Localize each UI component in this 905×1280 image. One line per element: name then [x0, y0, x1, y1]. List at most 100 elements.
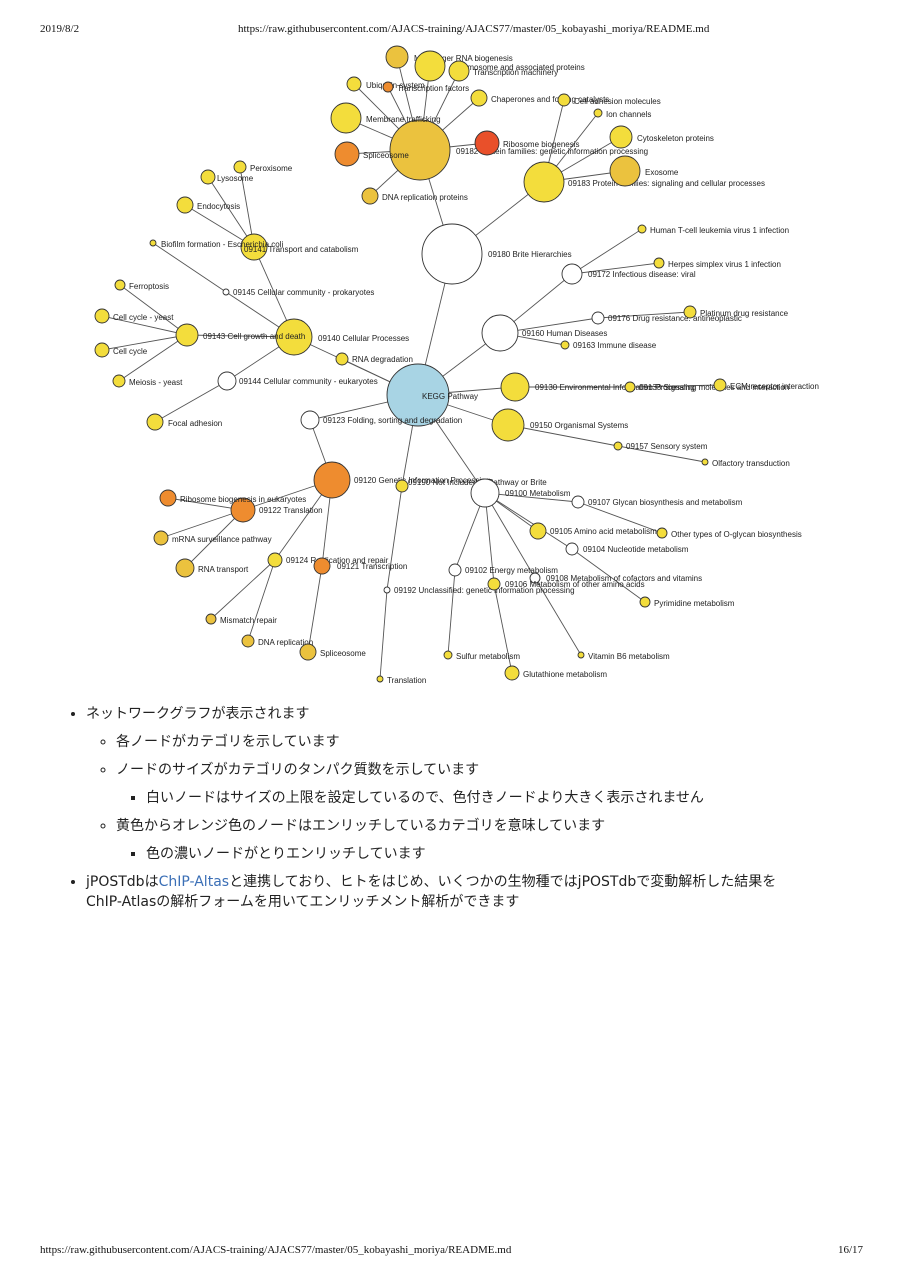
- node-circle[interactable]: [330, 102, 362, 134]
- graph-node-biofilm[interactable]: Biofilm formation - Escherichia coli: [149, 239, 283, 249]
- graph-node-ribobioeuk[interactable]: Ribosome biogenesis in eukaryotes: [159, 489, 306, 507]
- graph-node-viral[interactable]: 09172 Infectious disease: viral: [561, 263, 696, 285]
- graph-node-ribobio[interactable]: Ribosome biogenesis: [474, 130, 580, 156]
- node-circle[interactable]: [153, 530, 169, 546]
- graph-node-otheramino[interactable]: 09106 Metabolism of other amino acids: [487, 577, 645, 591]
- graph-node-drug[interactable]: 09176 Drug resistance: antineoplastic: [591, 311, 742, 325]
- node-circle[interactable]: [240, 233, 268, 261]
- node-circle[interactable]: [609, 125, 633, 149]
- node-circle[interactable]: [299, 643, 317, 661]
- graph-node-peroxisome[interactable]: Peroxisome: [233, 160, 293, 174]
- node-circle[interactable]: [361, 187, 379, 205]
- graph-node-metab[interactable]: 09100 Metabolism: [470, 478, 571, 508]
- node-circle[interactable]: [561, 263, 583, 285]
- node-circle[interactable]: [275, 318, 313, 356]
- node-circle[interactable]: [385, 45, 409, 69]
- graph-node-cellproc[interactable]: 09140 Cellular Processes: [275, 318, 409, 356]
- graph-node-exosome[interactable]: Exosome: [609, 155, 679, 187]
- graph-node-euk[interactable]: 09144 Cellular community - eukaryotes: [217, 371, 378, 391]
- graph-node-gip[interactable]: 09120 Genetic Information Processing: [313, 461, 490, 499]
- node-circle[interactable]: [114, 279, 126, 291]
- graph-node-ccyeast[interactable]: Cell cycle - yeast: [94, 308, 174, 324]
- graph-node-spliceosome2[interactable]: Spliceosome: [299, 643, 366, 661]
- graph-node-rnadeg[interactable]: RNA degradation: [335, 352, 413, 366]
- graph-node-translation2[interactable]: Translation: [376, 675, 426, 685]
- graph-node-htlv[interactable]: Human T-cell leukemia virus 1 infection: [637, 224, 789, 235]
- node-circle[interactable]: [175, 558, 195, 578]
- graph-node-unclass[interactable]: 09192 Unclassified: genetic information …: [383, 586, 575, 595]
- node-circle[interactable]: [383, 586, 391, 594]
- graph-node-olfactory[interactable]: Olfactory transduction: [701, 458, 790, 468]
- node-circle[interactable]: [146, 413, 164, 431]
- graph-node-lysosome[interactable]: Lysosome: [200, 169, 254, 185]
- node-circle[interactable]: [560, 340, 570, 350]
- graph-node-ferroptosis[interactable]: Ferroptosis: [114, 279, 169, 291]
- node-circle[interactable]: [624, 381, 636, 393]
- graph-node-ion[interactable]: Ion channels: [593, 108, 651, 119]
- node-circle[interactable]: [639, 596, 651, 608]
- graph-node-meiosis[interactable]: Meiosis - yeast: [112, 374, 183, 388]
- node-circle[interactable]: [335, 352, 349, 366]
- graph-node-cam[interactable]: Cell adhesion molecules: [557, 93, 661, 107]
- graph-node-nucleo[interactable]: 09104 Nucleotide metabolism: [565, 542, 689, 556]
- graph-node-cytoskeleton[interactable]: Cytoskeleton proteins: [609, 125, 714, 149]
- node-circle[interactable]: [487, 577, 501, 591]
- node-circle[interactable]: [609, 155, 641, 187]
- node-circle[interactable]: [395, 479, 409, 493]
- graph-node-dnarep2[interactable]: DNA replication: [241, 634, 313, 648]
- chip-atlas-link[interactable]: ChIP-Altas: [158, 874, 230, 890]
- node-circle[interactable]: [241, 634, 255, 648]
- graph-node-kegg[interactable]: KEGG Pathway: [386, 363, 478, 427]
- node-circle[interactable]: [577, 651, 585, 659]
- node-circle[interactable]: [94, 342, 110, 358]
- node-circle[interactable]: [334, 141, 360, 167]
- node-circle[interactable]: [529, 522, 547, 540]
- graph-node-mrnasurv[interactable]: mRNA surveillance pathway: [153, 530, 272, 546]
- node-circle[interactable]: [205, 613, 217, 625]
- node-circle[interactable]: [443, 650, 453, 660]
- graph-node-membrane[interactable]: Membrane trafficking: [330, 102, 441, 134]
- node-circle[interactable]: [175, 323, 199, 347]
- node-circle[interactable]: [346, 76, 362, 92]
- node-circle[interactable]: [653, 257, 665, 269]
- graph-node-org[interactable]: 09150 Organismal Systems: [491, 408, 628, 442]
- graph-node-spliceosome1[interactable]: Spliceosome: [334, 141, 409, 167]
- node-circle[interactable]: [470, 89, 488, 107]
- node-circle[interactable]: [386, 363, 450, 427]
- graph-node-transport[interactable]: 09141 Transport and catabolism: [240, 233, 359, 261]
- graph-node-tfactors[interactable]: Transcription factors: [382, 81, 469, 93]
- graph-node-immune[interactable]: 09163 Immune disease: [560, 340, 657, 350]
- graph-node-chromo[interactable]: Chromosome and associated proteins: [414, 50, 585, 82]
- graph-node-rnatransport[interactable]: RNA transport: [175, 558, 249, 578]
- graph-node-sensory[interactable]: 09157 Sensory system: [613, 441, 708, 451]
- graph-node-glycan[interactable]: 09107 Glycan biosynthesis and metabolism: [571, 495, 743, 509]
- node-circle[interactable]: [149, 239, 157, 247]
- node-circle[interactable]: [448, 563, 462, 577]
- node-circle[interactable]: [222, 288, 230, 296]
- graph-node-ubiq[interactable]: Ubiquitin system: [346, 76, 425, 92]
- graph-node-mismatch[interactable]: Mismatch repair: [205, 613, 277, 625]
- node-circle[interactable]: [504, 665, 520, 681]
- graph-node-transmach[interactable]: Transcription machinery: [448, 60, 558, 82]
- node-circle[interactable]: [637, 224, 647, 234]
- graph-node-herpes[interactable]: Herpes simplex virus 1 infection: [653, 257, 781, 269]
- graph-node-fold[interactable]: 09123 Folding, sorting and degradation: [300, 410, 462, 430]
- node-circle[interactable]: [313, 461, 351, 499]
- node-circle[interactable]: [656, 527, 668, 539]
- graph-node-p09183[interactable]: 09183 Protein families: signaling and ce…: [523, 161, 765, 203]
- graph-node-vitb6[interactable]: Vitamin B6 metabolism: [577, 651, 670, 661]
- node-circle[interactable]: [565, 542, 579, 556]
- node-circle[interactable]: [613, 441, 623, 451]
- node-circle[interactable]: [313, 557, 331, 575]
- node-circle[interactable]: [474, 130, 500, 156]
- node-circle[interactable]: [230, 497, 256, 523]
- graph-node-brite[interactable]: 09180 Brite Hierarchies: [421, 223, 572, 285]
- graph-node-platinum[interactable]: Platinum drug resistance: [683, 305, 789, 319]
- graph-node-env[interactable]: 09130 Environmental Information Processi…: [500, 372, 695, 402]
- graph-node-cc[interactable]: Cell cycle: [94, 342, 148, 358]
- graph-node-energy[interactable]: 09102 Energy metabolism: [448, 563, 558, 577]
- node-circle[interactable]: [557, 93, 571, 107]
- node-circle[interactable]: [523, 161, 565, 203]
- node-circle[interactable]: [529, 572, 541, 584]
- node-circle[interactable]: [593, 108, 603, 118]
